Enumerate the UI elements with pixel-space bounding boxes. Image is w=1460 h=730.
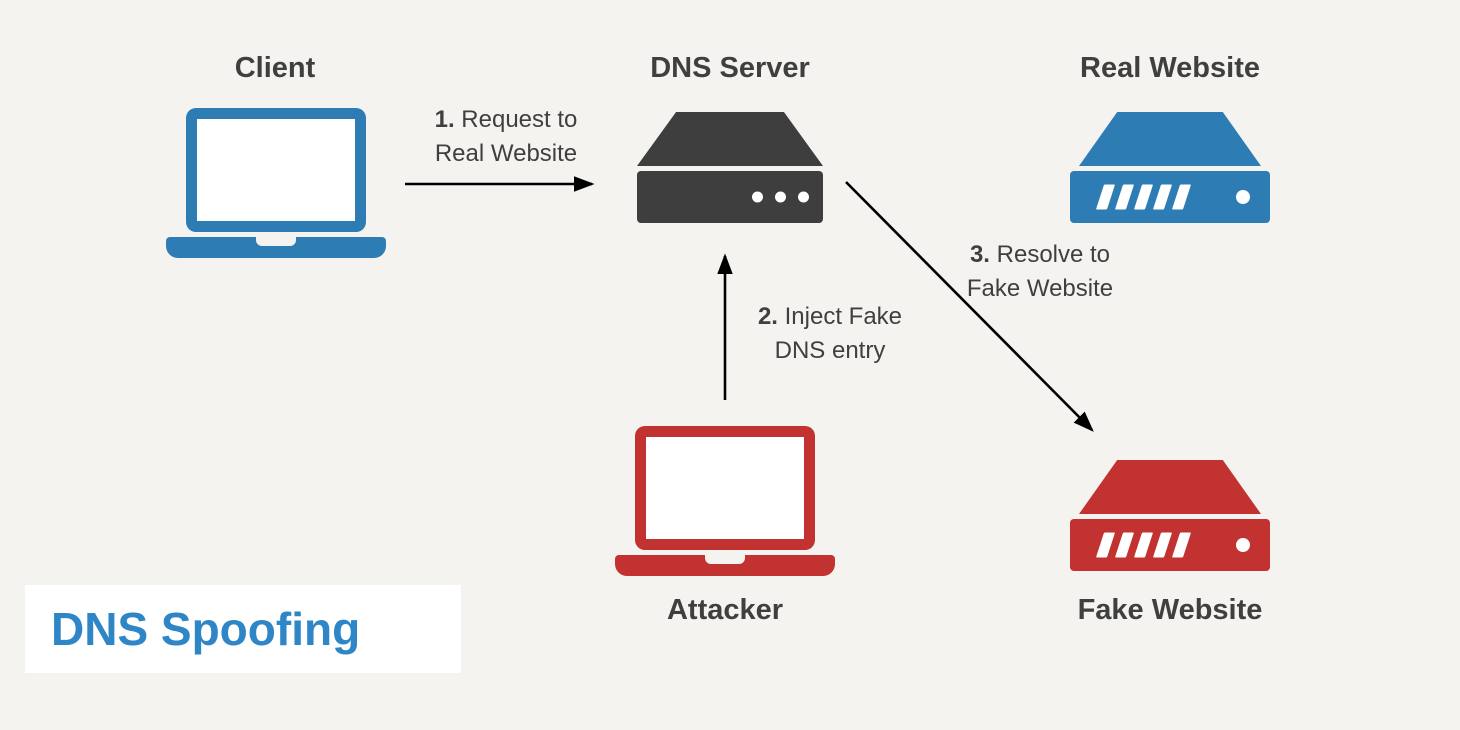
laptop-base <box>615 555 835 576</box>
step1-number: 1. <box>434 106 455 133</box>
server-led <box>1236 538 1250 552</box>
dns-server-icon <box>637 112 823 223</box>
step1-text-line2: Real Website <box>434 140 578 167</box>
step1-label: 1. Request to Real Website <box>398 103 614 171</box>
laptop-screen <box>635 426 815 550</box>
server-dots <box>752 191 809 203</box>
step3-number: 3. <box>969 241 990 268</box>
real-website-label: Real Website <box>1080 52 1260 84</box>
laptop-base <box>166 237 386 258</box>
step3-text-line2: Fake Website <box>966 275 1114 302</box>
fake-website-server-icon <box>1070 460 1270 571</box>
server-body <box>637 171 823 223</box>
server-top <box>1079 460 1261 514</box>
server-top <box>1079 112 1261 166</box>
client-laptop-icon <box>166 108 386 258</box>
server-body <box>1070 171 1270 223</box>
client-label: Client <box>234 52 316 84</box>
resolve-arrow <box>845 181 1094 432</box>
title-box: DNS Spoofing <box>25 585 461 673</box>
step1-text-line1: Request to <box>461 106 578 133</box>
server-stripes <box>1095 184 1192 210</box>
step2-text-line2: DNS entry <box>774 337 886 364</box>
step3-text-line1: Resolve to <box>996 241 1111 268</box>
diagram-title: DNS Spoofing <box>51 603 361 655</box>
server-led <box>1236 190 1250 204</box>
real-website-server-icon <box>1070 112 1270 223</box>
step2-number: 2. <box>757 303 778 330</box>
laptop-notch <box>256 237 296 246</box>
step3-label: 3. Resolve to Fake Website <box>950 238 1130 306</box>
server-top <box>637 112 823 166</box>
attacker-laptop-icon <box>615 426 835 576</box>
laptop-notch <box>705 555 745 564</box>
step2-text-line1: Inject Fake <box>784 303 903 330</box>
fake-website-label: Fake Website <box>1077 594 1263 626</box>
server-body <box>1070 519 1270 571</box>
attacker-label: Attacker <box>666 594 784 626</box>
dns-server-label: DNS Server <box>650 52 810 84</box>
laptop-screen <box>186 108 366 232</box>
server-stripes <box>1095 532 1192 558</box>
step2-label: 2. Inject Fake DNS entry <box>740 300 920 368</box>
